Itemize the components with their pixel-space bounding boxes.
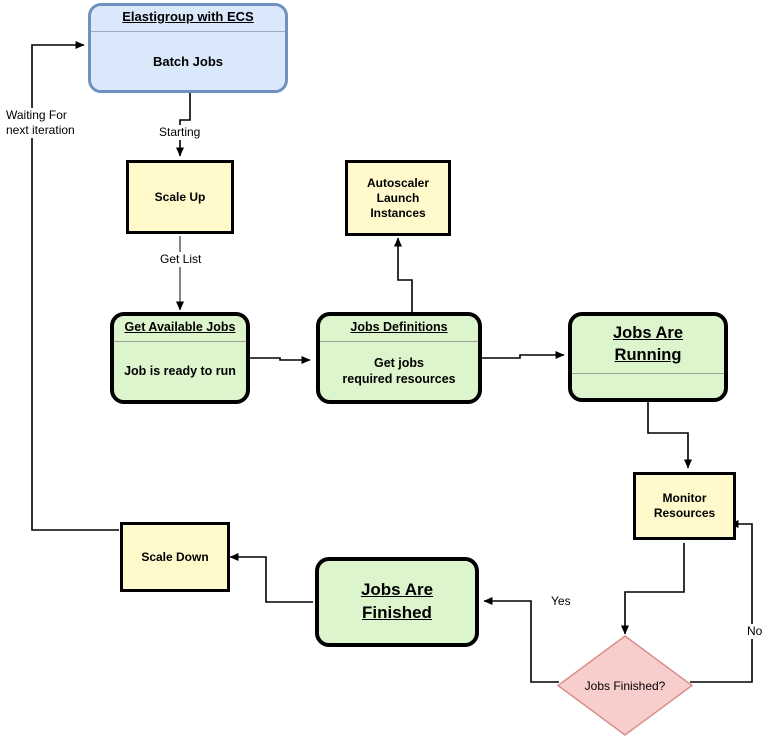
node-elastigroup-divider: [91, 31, 285, 32]
node-jobs-finished-decision[interactable]: Jobs Finished?: [556, 634, 694, 737]
node-elastigroup-with-ecs[interactable]: Elastigroup with ECS Batch Jobs: [88, 3, 288, 93]
node-jobs-are-finished[interactable]: Jobs Are Finished: [315, 557, 479, 647]
node-scale-up-label: Scale Up: [154, 189, 206, 204]
node-jobs-definitions-divider: [320, 341, 478, 342]
node-jobs-are-running[interactable]: Jobs Are Running: [568, 312, 728, 402]
node-get-available-jobs-body: Job is ready to run: [124, 363, 236, 378]
diamond-shape: [556, 635, 694, 736]
node-autoscaler-launch-instances[interactable]: Autoscaler Launch Instances: [345, 160, 451, 236]
node-jobs-finished-label: Jobs Finished?: [584, 678, 666, 693]
edge-label-get-list: Get List: [158, 252, 204, 267]
node-elastigroup-title: Elastigroup with ECS: [122, 9, 254, 24]
edge-label-yes: Yes: [549, 594, 573, 609]
node-get-available-jobs-title: Get Available Jobs: [124, 320, 236, 334]
node-scale-down[interactable]: Scale Down: [120, 522, 230, 592]
node-monitor-resources[interactable]: Monitor Resources: [633, 472, 736, 540]
node-jobs-are-running-title: Jobs Are Running: [613, 324, 683, 365]
node-monitor-resources-label: Monitor Resources: [653, 491, 716, 520]
node-autoscaler-label: Autoscaler Launch Instances: [366, 175, 430, 220]
edge-label-no: No: [745, 624, 765, 639]
node-jobs-definitions[interactable]: Jobs Definitions Get jobs required resou…: [316, 312, 482, 404]
node-get-available-jobs[interactable]: Get Available Jobs Job is ready to run: [110, 312, 250, 404]
node-jobs-are-running-divider: [572, 372, 724, 374]
node-get-available-jobs-divider: [114, 341, 246, 342]
node-scale-up[interactable]: Scale Up: [126, 160, 234, 234]
node-scale-down-label: Scale Down: [141, 549, 209, 564]
edge-label-waiting-for-next-iteration: Waiting For next iteration: [4, 108, 77, 138]
node-jobs-definitions-body: Get jobs required resources: [342, 355, 456, 386]
node-jobs-are-finished-title: Jobs Are Finished: [360, 580, 434, 622]
edge-label-starting: Starting: [157, 125, 203, 140]
node-jobs-definitions-title: Jobs Definitions: [350, 320, 448, 334]
node-elastigroup-body: Batch Jobs: [152, 53, 224, 69]
